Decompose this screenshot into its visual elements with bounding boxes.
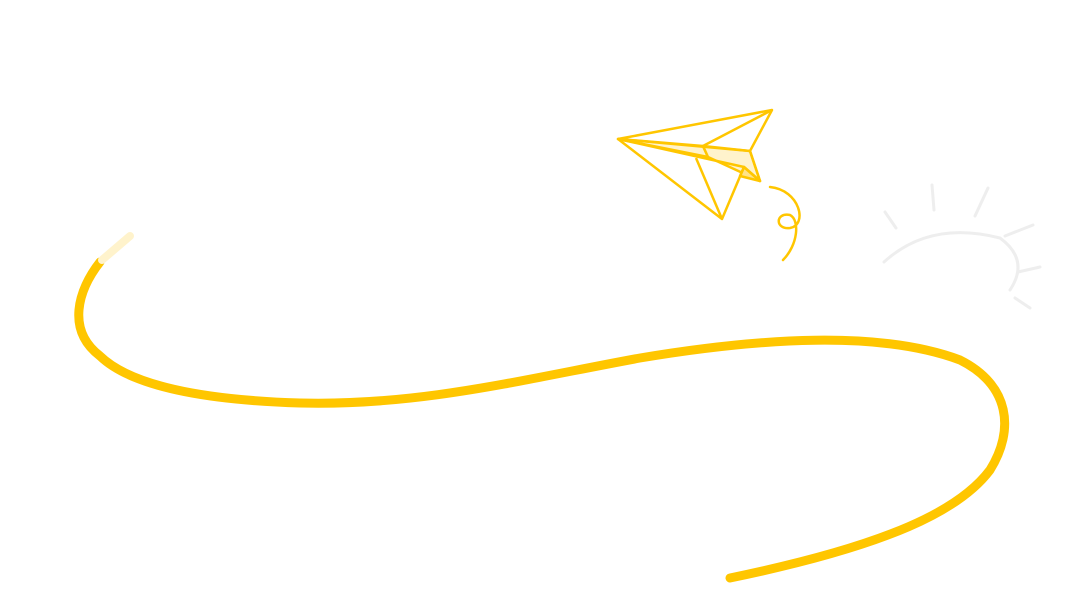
swoosh-tail-fade <box>98 232 134 264</box>
sunburst-icon <box>882 183 1042 310</box>
swoosh-line <box>74 257 1010 583</box>
paper-plane-icon <box>616 108 801 262</box>
